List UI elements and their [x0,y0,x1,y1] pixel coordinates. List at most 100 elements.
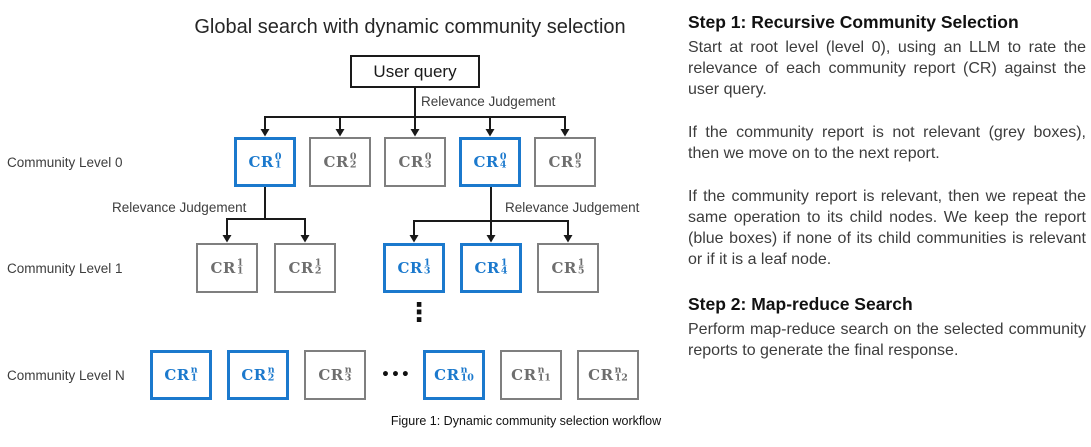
cr-superscript: 1 [314,257,322,268]
cr-subscript: 1 [236,265,244,277]
step2-heading: Step 2: Map-reduce Search [688,294,913,314]
cr-superscript: n [344,364,352,375]
user-query-box: User query [350,55,480,88]
community-level-0-label: Community Level 0 [7,155,123,170]
cr-superscript: 1 [236,257,244,268]
cr-superscript: 0 [349,151,357,162]
cr-subscript: 2 [267,372,275,384]
cr-superscript: 0 [274,151,282,162]
cr-label: CR [323,153,349,171]
relevance-judgement-label-left: Relevance Judgement [112,200,247,215]
cr-label: CR [511,366,537,384]
step2-paragraph-1: Perform map-reduce search on the selecte… [688,321,1086,359]
cr-subscript: 1 [274,159,282,171]
cr-subscript: 4 [499,159,507,171]
relevance-judgement-label-right: Relevance Judgement [505,200,640,215]
cr-superscript: n [614,364,622,375]
cr-superscript: 1 [423,257,431,268]
step1-paragraph-1: Start at root level (level 0), using an … [688,39,1086,98]
cr-superscript: 0 [574,151,582,162]
community-level-n-label: Community Level N [7,368,125,383]
cr-label: CR [164,366,190,384]
step1-paragraph-3: If the community report is relevant, the… [688,188,1086,268]
step1-paragraph-2: If the community report is not relevant … [688,124,1086,162]
cr-label: CR [210,259,236,277]
cr-subscript: 5 [574,159,582,171]
cr-superscript: n [460,364,468,375]
cr-label: CR [318,366,344,384]
cr-superscript: 0 [424,151,432,162]
cr-superscript: n [537,364,545,375]
cr-label: CR [248,153,274,171]
cr-label: CR [474,259,500,277]
cr-subscript: 10 [460,372,474,384]
cr-label: CR [473,153,499,171]
figure-title: Global search with dynamic community sel… [194,16,626,38]
cr-label: CR [398,153,424,171]
relevance-judgement-label-top: Relevance Judgement [421,94,556,109]
cr-superscript: n [267,364,275,375]
cr-subscript: 1 [190,372,198,384]
step1-heading: Step 1: Recursive Community Selection [688,12,1019,32]
community-level-1-label: Community Level 1 [7,261,123,276]
cr-subscript: 3 [344,372,352,384]
cr-superscript: 0 [499,151,507,162]
cr-label: CR [241,366,267,384]
cr-label: CR [434,366,460,384]
cr-label: CR [288,259,314,277]
explanation-column: Step 1: Recursive Community Selection St… [688,10,1086,383]
cr-subscript: 4 [500,265,508,277]
cr-superscript: n [190,364,198,375]
cr-subscript: 3 [423,265,431,277]
vertical-ellipsis: ⋮ [406,298,432,328]
cr-label: CR [588,366,614,384]
cr-label: CR [548,153,574,171]
horizontal-ellipsis: ••• [381,367,411,383]
figure-caption: Figure 1: Dynamic community selection wo… [390,414,662,428]
cr-subscript: 11 [537,372,551,384]
cr-label: CR [551,259,577,277]
cr-superscript: 1 [577,257,585,268]
cr-superscript: 1 [500,257,508,268]
cr-subscript: 2 [349,159,357,171]
cr-subscript: 2 [314,265,322,277]
cr-subscript: 3 [424,159,432,171]
user-query-label: User query [373,61,457,81]
cr-label: CR [397,259,423,277]
cr-subscript: 5 [577,265,585,277]
